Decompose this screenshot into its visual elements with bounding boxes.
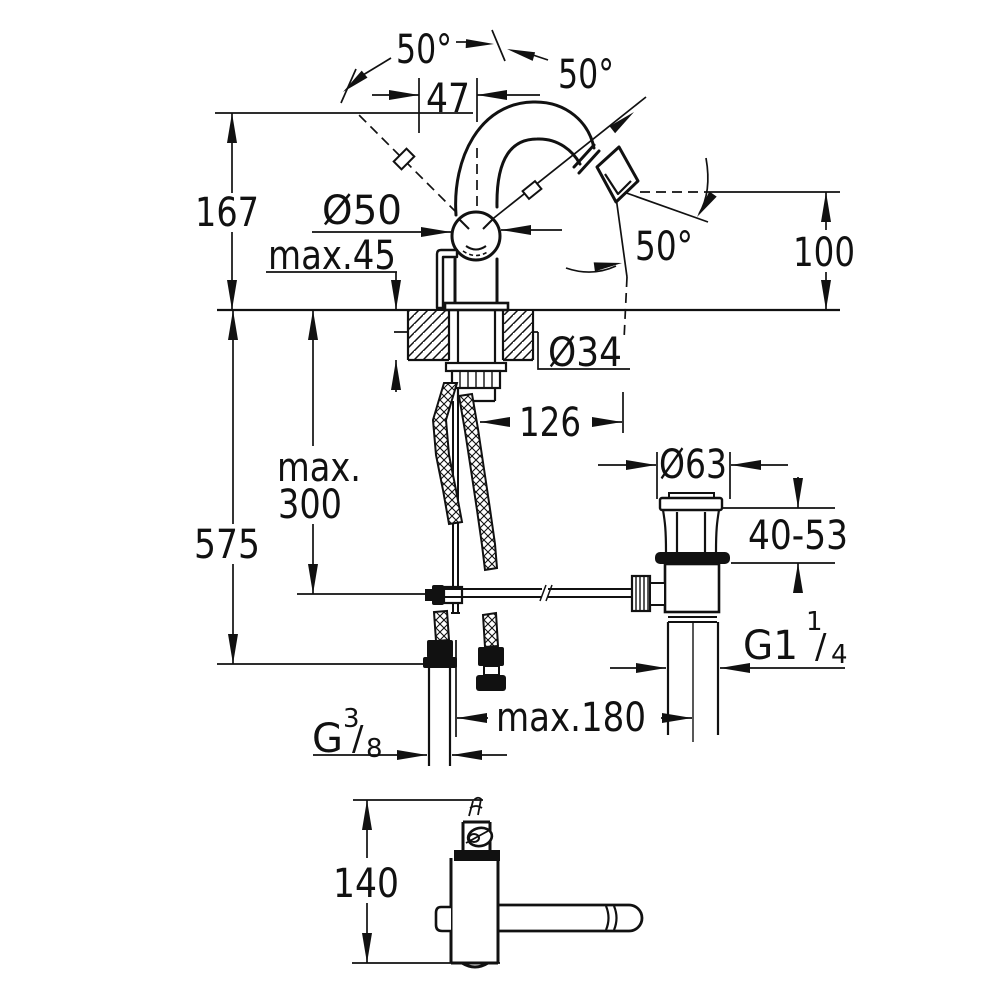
bv-cap-ellipse-inner (468, 833, 480, 843)
label-dim-waste-flange: Ø63 (659, 442, 727, 488)
base-flange (443, 301, 510, 312)
faucet (435, 100, 640, 403)
label-supply-thread-base: G (312, 716, 343, 762)
rod-clevis-pin (425, 589, 432, 601)
bv-side-tab (434, 905, 451, 933)
label-waste-thread-denominator: 4 (831, 640, 848, 670)
arrowhead-swivel-right (609, 112, 634, 134)
hose-tail-right (481, 611, 500, 649)
spray-axis-tilted (617, 189, 709, 223)
tick-center-50 (491, 29, 506, 62)
handle-position-left (392, 147, 416, 171)
rod-clevis (432, 585, 444, 605)
horizontal-drain-rod (444, 584, 633, 602)
bv-body-collar (454, 850, 500, 861)
arrowhead-center-left (507, 49, 536, 61)
aerator-head (595, 145, 640, 204)
hose-nut-left (427, 640, 453, 658)
label-dim-575: 575 (194, 522, 260, 568)
hose-tail-left (432, 609, 451, 643)
waste-plug-cap (658, 496, 724, 512)
label-dim-max-word: max. (277, 445, 361, 491)
label-angle-swivel-right: 50° (558, 52, 614, 98)
pop-up-lever (435, 248, 459, 310)
reference-lines (215, 78, 840, 737)
bv-body (449, 858, 500, 969)
spray-axis-vertical-dashed (623, 276, 628, 341)
ball-joint-detail (458, 218, 494, 257)
supply-hose-left (431, 382, 464, 526)
angle-annotations (340, 29, 717, 341)
label-dim-hole-diameter: Ø34 (548, 330, 622, 376)
label-supply-thread-denominator: 8 (366, 734, 383, 764)
bottom-view (352, 796, 644, 969)
mounting-nut-knurl (459, 372, 493, 387)
aerator-joint-band-1 (572, 143, 596, 169)
waste-body (663, 562, 721, 614)
arrowhead-left-50 (343, 70, 368, 92)
supply-hose-right (457, 392, 499, 572)
waste-neck (661, 509, 721, 553)
tail-left-50 (362, 57, 392, 76)
dim-34-leader (537, 332, 630, 370)
spray-angle-arrow-left (593, 262, 622, 272)
label-dim-ball-diameter: Ø50 (322, 188, 402, 234)
handle-position-right (521, 179, 543, 201)
bv-position-glyph (468, 796, 483, 817)
under-deck-assembly (423, 382, 633, 766)
hose-neck-right (483, 665, 500, 676)
waste-knob-knurl (635, 577, 649, 610)
deck-hatch-right (503, 311, 533, 360)
spray-angle-arrow-right (697, 191, 717, 217)
label-angle-swivel-left: 50° (396, 27, 452, 73)
spray-angle-arc-left (565, 265, 617, 273)
mounting-washer (444, 361, 508, 373)
label-supply-thread-slash: / (352, 719, 364, 759)
hose-flange-left (423, 657, 457, 668)
label-dim-167: 167 (195, 190, 259, 236)
label-waste-thread-base: G1 (743, 623, 798, 669)
label-supply-thread-numerator: 3 (343, 704, 360, 734)
label-dim-deck-thickness: max.45 (268, 233, 396, 279)
arrowhead-center-right (465, 39, 494, 49)
bv-spout (498, 903, 644, 933)
pop-up-waste (630, 492, 730, 742)
hose-nut-right (478, 647, 504, 666)
hose-cap-right (476, 675, 506, 691)
counter-section (406, 310, 535, 362)
waste-rod-bracket (649, 582, 666, 606)
label-dim-max-180: max.180 (496, 695, 646, 741)
label-waste-thread-numerator: 1 (806, 607, 823, 637)
waste-thread-section (668, 611, 717, 623)
deck-hatch-left (408, 311, 449, 360)
label-angle-aerator: 50° (635, 224, 693, 270)
spout-outer-edge (454, 100, 596, 217)
label-dim-clamp-range: 40-53 (748, 513, 848, 559)
bv-cap-slot (465, 830, 489, 844)
label-dim-47: 47 (426, 76, 470, 122)
aerator-head-detail (604, 173, 632, 196)
swivel-axis-line (474, 96, 647, 234)
labels: 50° 50° 50° 47 167 Ø50 max.45 100 Ø34 12… (194, 27, 855, 907)
label-dim-126: 126 (519, 400, 581, 446)
swivel-axis-left-dashed (356, 112, 469, 225)
label-dim-100: 100 (793, 230, 855, 276)
aerator-joint-band-2 (577, 149, 601, 175)
label-dim-140: 140 (333, 861, 399, 907)
tail-right-50 (532, 54, 549, 61)
spout-inner-edge (495, 137, 582, 209)
waste-gasket (655, 552, 730, 564)
label-dim-max-300: 300 (278, 482, 342, 528)
label-waste-thread-slash: / (815, 627, 827, 667)
